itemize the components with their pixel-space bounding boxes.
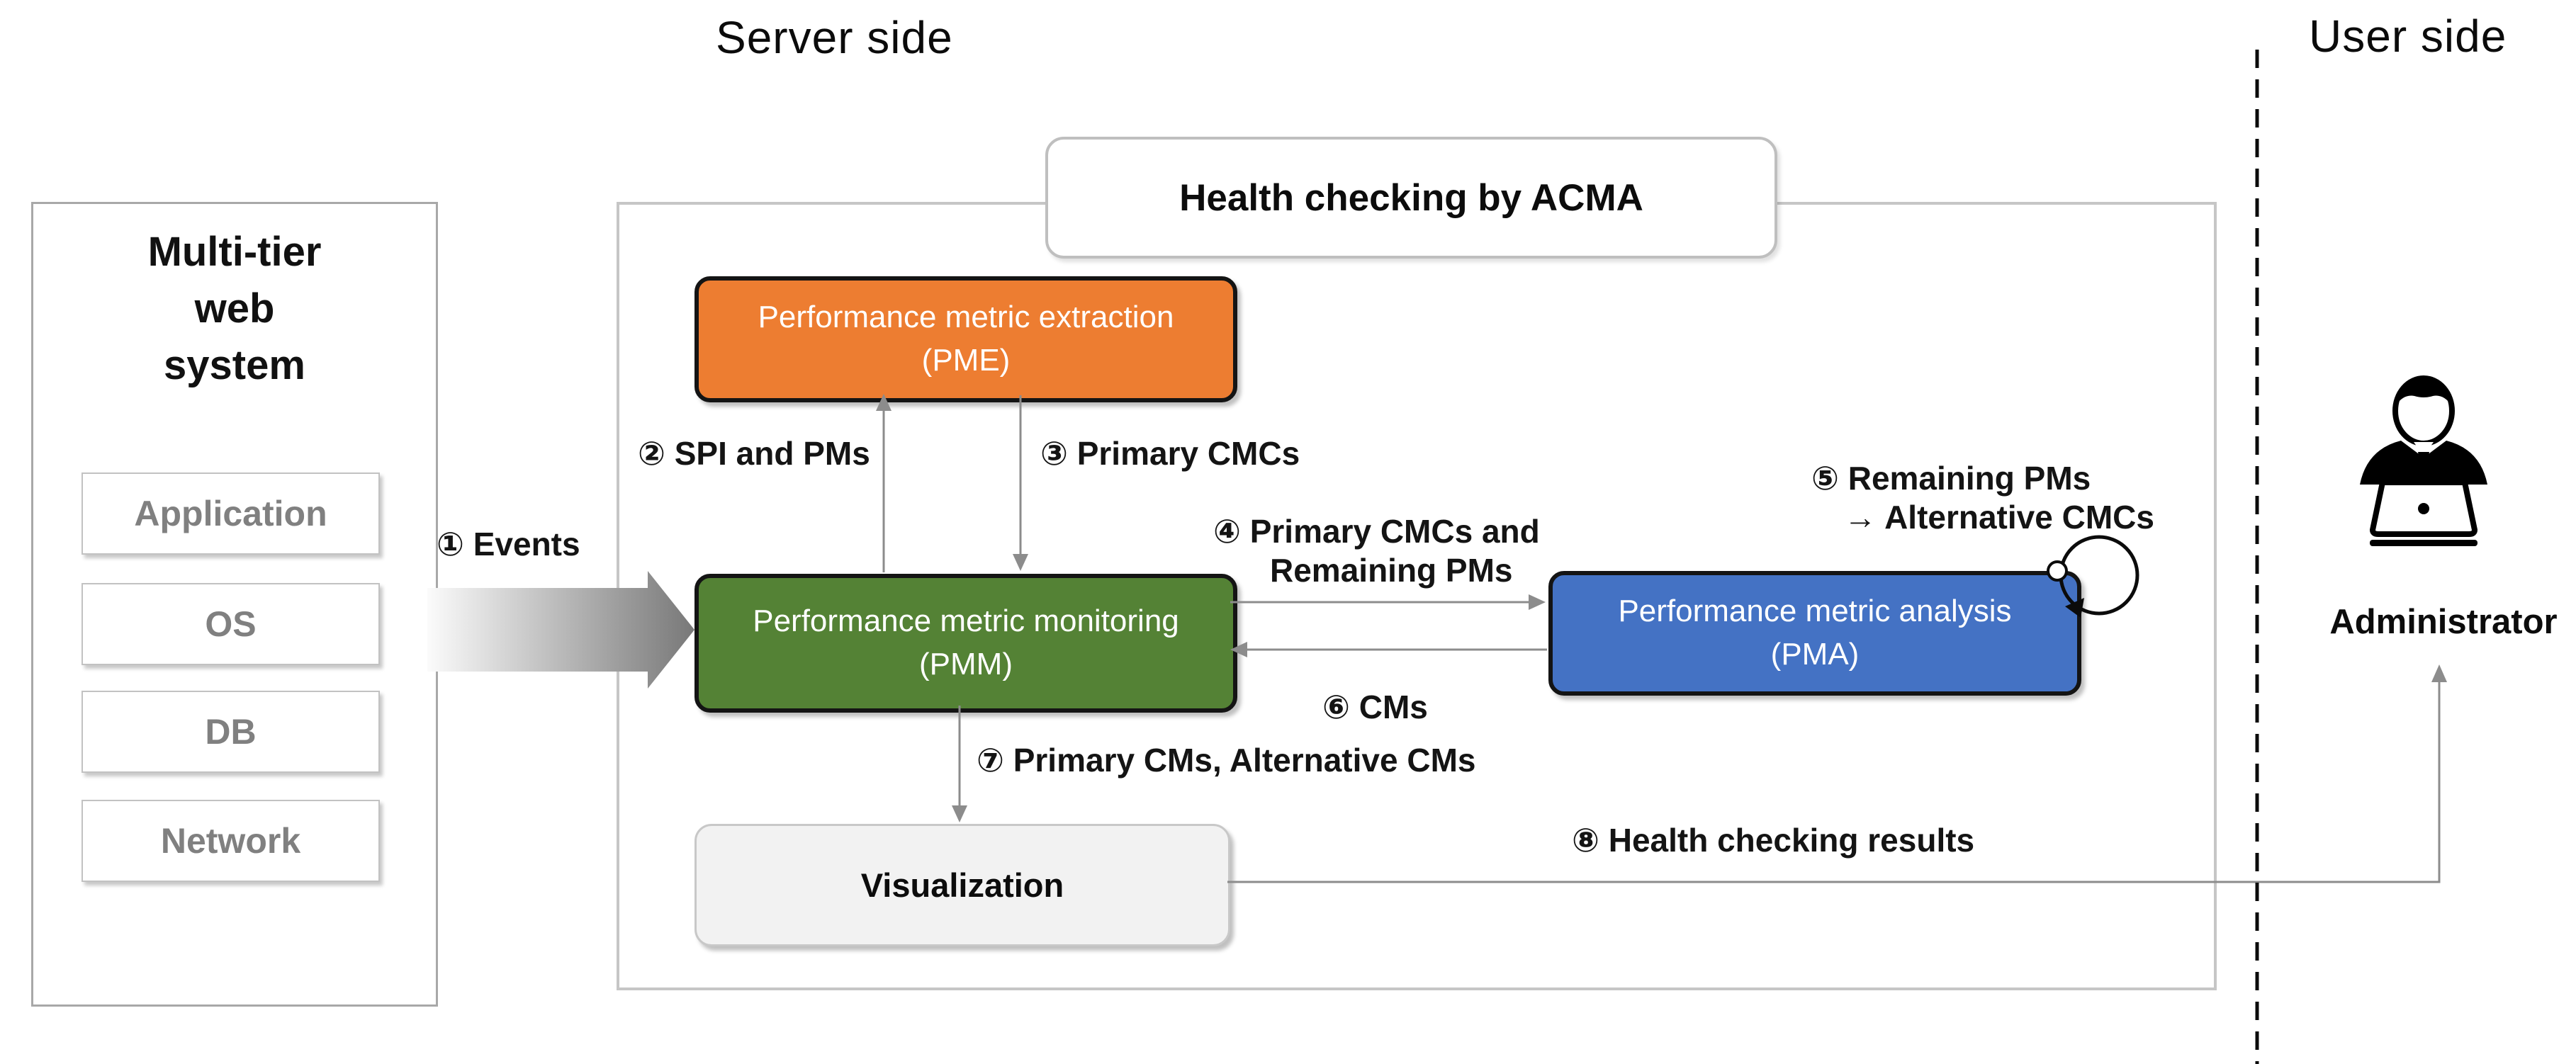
multi-tier-frame: Multi-tier web system Application OS DB … [31, 202, 438, 1007]
flow-label-5-line2: → Alternative CMCs [1844, 499, 2154, 536]
multi-tier-title-line3: system [164, 342, 305, 388]
tier-box-os: OS [81, 583, 380, 665]
pma-label-line1: Performance metric analysis [1618, 594, 2012, 629]
flow-label-1-events: ① Events [437, 526, 580, 562]
multi-tier-title-line2: web [194, 285, 275, 332]
pme-label-line2: (PME) [921, 343, 1011, 378]
pma-label-line2: (PMA) [1770, 637, 1860, 672]
multi-tier-title-line1: Multi-tier [147, 229, 322, 275]
pmm-label-line1: Performance metric monitoring [753, 604, 1179, 639]
multi-tier-title: Multi-tier web system [33, 224, 436, 394]
pme-label-line1: Performance metric extraction [758, 300, 1174, 335]
visualization-box: Visualization [694, 824, 1230, 946]
flow-label-8-health-results: ⑧ Health checking results [1572, 822, 1975, 859]
flow-label-5-line1: ⑤ Remaining PMs [1811, 460, 2091, 497]
health-checking-title-box: Health checking by ACMA [1045, 137, 1777, 259]
pmm-box: Performance metric monitoring (PMM) [694, 574, 1237, 713]
pme-box: Performance metric extraction (PME) [694, 276, 1237, 402]
flow-label-6-cms: ⑥ CMs [1322, 689, 1428, 725]
flow-label-2-spi-and-pms: ② SPI and PMs [638, 435, 870, 472]
server-side-title: Server side [716, 12, 953, 63]
flow-label-4-line1: ④ Primary CMCs and [1213, 513, 1540, 550]
tier-box-db: DB [81, 691, 380, 773]
flow-label-5-remaining-pms-alt-cmcs: ⑤ Remaining PMs → Alternative CMCs [1811, 459, 2154, 537]
tier-box-application: Application [81, 472, 380, 555]
user-side-title: User side [2309, 11, 2507, 62]
administrator-icon [2360, 375, 2487, 546]
pma-box: Performance metric analysis (PMA) [1548, 571, 2081, 696]
flow-label-3-primary-cmcs: ③ Primary CMCs [1040, 435, 1300, 472]
pmm-label-line2: (PMM) [919, 647, 1013, 681]
administrator-label: Administrator [2329, 603, 2558, 641]
flow-label-7-primary-alt-cms: ⑦ Primary CMs, Alternative CMs [977, 742, 1476, 779]
arrow-health-results-head [2431, 664, 2447, 682]
tier-box-network: Network [81, 800, 380, 882]
flow-label-4-line2: Remaining PMs [1270, 552, 1513, 589]
flow-label-4-primary-cmcs-remaining-pms: ④ Primary CMCs and Remaining PMs [1213, 512, 1540, 590]
